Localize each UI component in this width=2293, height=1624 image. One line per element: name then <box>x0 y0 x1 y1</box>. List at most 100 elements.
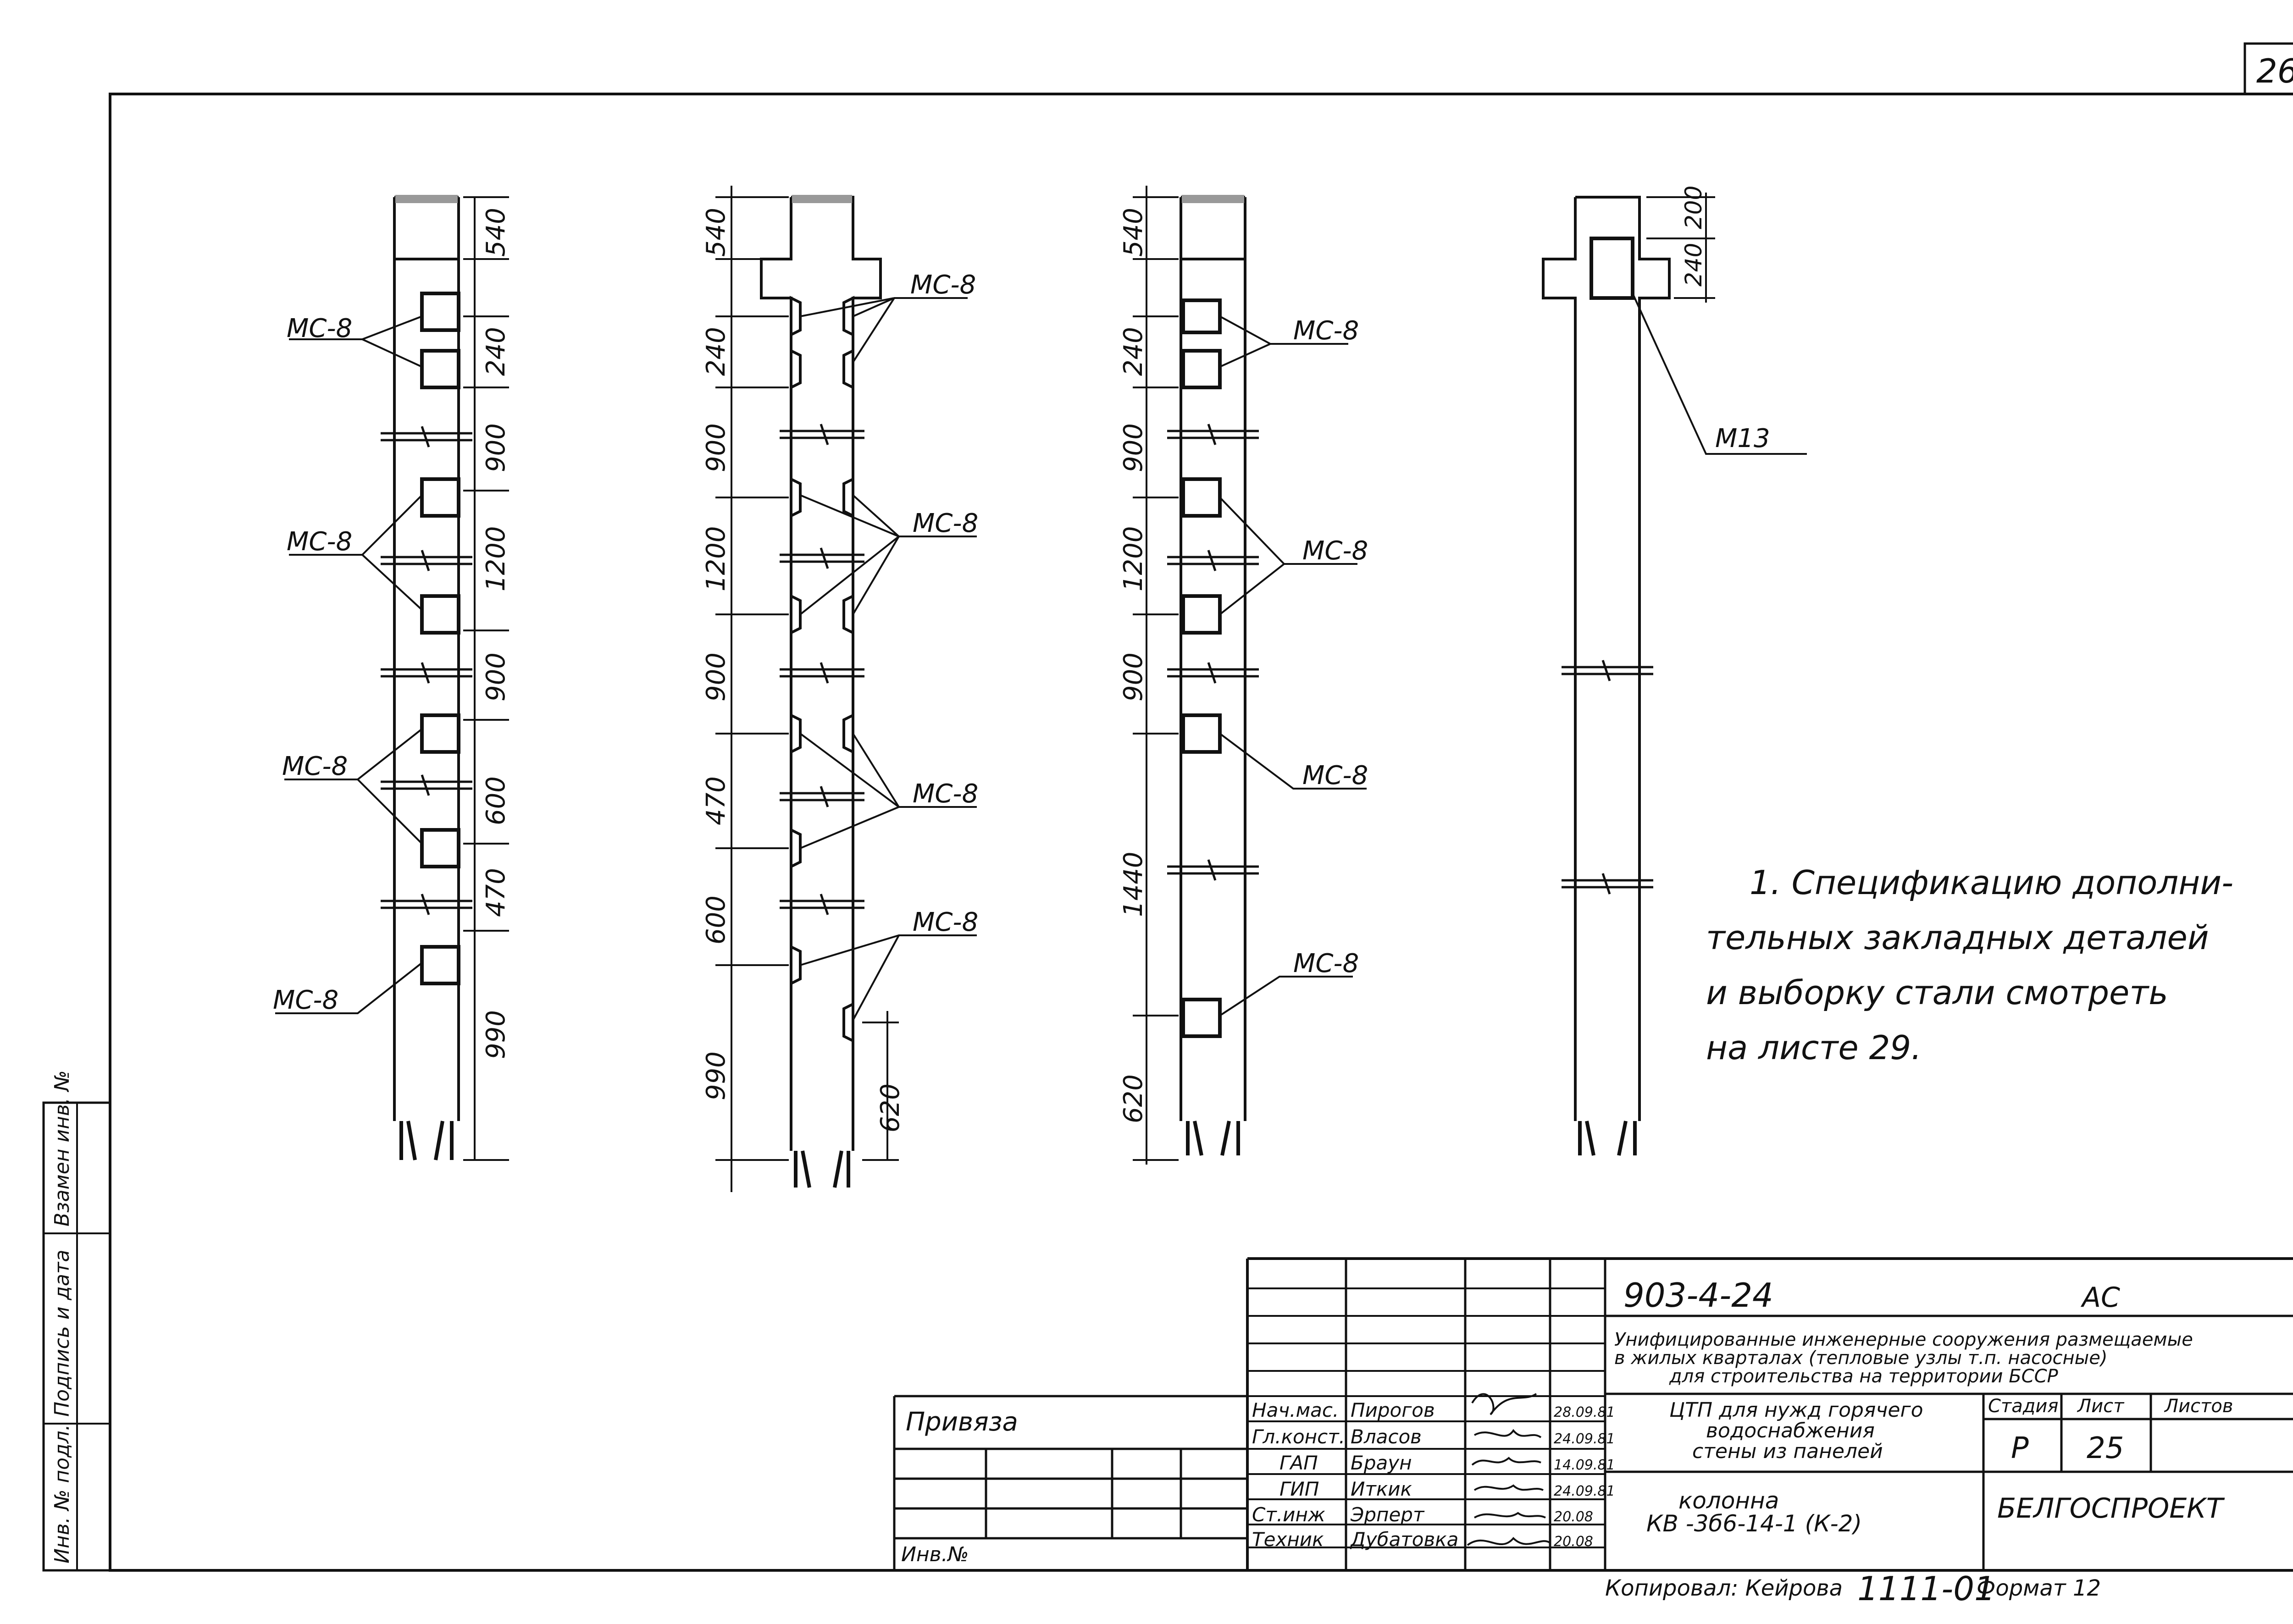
left-strip: Инв. № подл. Подпись и дата Взамен инв. … <box>42 1070 111 1572</box>
dim-c3-900: 900 <box>1119 423 1148 472</box>
organization: БЕЛГОСПРОЕКТ <box>1997 1492 2225 1525</box>
dim-c2-990: 990 <box>701 1051 731 1100</box>
binding-inv: Инв.№ <box>901 1543 969 1566</box>
plate-c1-4 <box>420 594 460 635</box>
column-3: 540 240 900 1200 900 1440 620 МС-8 МС-8 … <box>1119 186 1368 1165</box>
role-6: Техник <box>1252 1528 1324 1551</box>
sheet-label: Лист <box>2077 1396 2125 1417</box>
name-4: Иткик <box>1351 1478 1412 1500</box>
strip-signature-date: Подпись и дата <box>50 1250 74 1417</box>
label-c3-mc8-2: МС-8 <box>1302 536 1368 566</box>
dim-c2-470: 470 <box>701 776 731 825</box>
column-2: 540 240 900 1200 900 470 600 990 620 МС-… <box>701 186 978 1192</box>
role-5: Ст.инж <box>1252 1503 1325 1526</box>
role-1: Нач.мас. <box>1252 1399 1339 1421</box>
role-3: ГАП <box>1279 1452 1318 1474</box>
label-c1-mc8-3: МС-8 <box>282 751 348 781</box>
element-name: колонна <box>1678 1487 1779 1514</box>
note-line-3: и выборку стали смотреть <box>1706 973 2168 1012</box>
dim-c3-900b: 900 <box>1119 652 1148 702</box>
name-1: Пирогов <box>1351 1399 1435 1421</box>
dim-c1-240: 240 <box>481 327 511 376</box>
label-c2-mc8-3: МС-8 <box>913 779 978 809</box>
dim-c2-900: 900 <box>701 423 731 472</box>
dim-c3-1440: 1440 <box>1119 851 1148 917</box>
plate-c1-7 <box>420 945 460 985</box>
copied-by: Копировал: Кейрова <box>1605 1575 1843 1601</box>
dim-c1-470: 470 <box>481 868 511 917</box>
strip-inv-podl: Инв. № подл. <box>50 1424 74 1563</box>
date-6: 20.08 <box>1554 1534 1593 1550</box>
page-number: 26 <box>2256 52 2293 90</box>
plate-c1-2 <box>420 349 460 389</box>
label-m13: М13 <box>1715 424 1770 453</box>
desc-line-1: Унифицированные инженерные сооружения ра… <box>1614 1329 2193 1350</box>
label-c3-mc8-4: МС-8 <box>1293 949 1359 978</box>
footer: Копировал: Кейрова 1111-01 Формат 12 <box>1605 1569 2101 1608</box>
doc-mark: АС <box>2080 1282 2120 1314</box>
dim-c1-1200: 1200 <box>481 526 511 591</box>
dim-c2-900b: 900 <box>701 652 731 702</box>
note-line-4: на листе 29. <box>1706 1028 1922 1067</box>
dim-c3-620: 620 <box>1119 1074 1148 1123</box>
column-4: 200 240 М13 <box>1542 186 1807 1156</box>
dim-c4-200: 200 <box>1680 186 1707 229</box>
role-2: Гл.конст. <box>1252 1425 1345 1448</box>
label-c1-mc8-1: МС-8 <box>287 314 352 343</box>
binding-label: Привяза <box>906 1407 1018 1437</box>
column-1: 540 240 900 1200 900 600 470 990 МС-8 МС… <box>273 195 511 1161</box>
plate-c1-1 <box>420 292 460 332</box>
plate-c1-5 <box>420 713 460 754</box>
archive-number: 1111-01 <box>1857 1569 1995 1608</box>
sheet-title-1: ЦТП для нужд горячего <box>1669 1398 1923 1422</box>
dim-c2-1200: 1200 <box>701 526 731 591</box>
signatures <box>1467 1393 1551 1546</box>
label-c1-mc8-4: МС-8 <box>273 985 338 1015</box>
name-3: Браун <box>1351 1452 1412 1474</box>
dim-c3-540: 540 <box>1119 208 1148 257</box>
date-1: 28.09.81 <box>1554 1404 1615 1420</box>
name-6: Дубатовка <box>1350 1528 1458 1551</box>
date-5: 20.08 <box>1554 1509 1593 1525</box>
plate-c1-3 <box>420 477 460 518</box>
title-block: 903-4-24 АС Унифицированные инженерные с… <box>1246 1257 2293 1570</box>
desc-line-2: в жилых кварталах (тепловые узлы т.п. на… <box>1614 1348 2107 1369</box>
date-3: 14.09.81 <box>1554 1457 1615 1473</box>
dim-c4-240: 240 <box>1680 243 1707 287</box>
dim-c2-620: 620 <box>875 1083 905 1132</box>
label-c3-mc8-1: МС-8 <box>1293 316 1359 346</box>
drawing-frame <box>109 93 2293 1572</box>
plate-m13 <box>1590 237 1634 300</box>
binding-table: Привяза Инв.№ <box>893 1395 1247 1570</box>
name-5: Эрперт <box>1350 1503 1425 1526</box>
sheet-format: Формат 12 <box>1977 1575 2101 1601</box>
role-4: ГИП <box>1279 1478 1319 1500</box>
sheets-label: Листов <box>2164 1396 2233 1417</box>
stage-value: Р <box>2011 1431 2029 1465</box>
sheet-value: 25 <box>2087 1431 2124 1465</box>
dim-c1-540: 540 <box>481 208 511 257</box>
strip-replaced-inv: Взамен инв. № <box>50 1070 74 1226</box>
label-c2-mc8-2: МС-8 <box>913 508 978 538</box>
label-c1-mc8-2: МС-8 <box>287 527 352 557</box>
sheet-title-2: водоснабжения <box>1706 1419 1875 1442</box>
doc-code: 903-4-24 <box>1623 1276 1773 1315</box>
stage-label: Стадия <box>1988 1396 2058 1417</box>
dim-c1-990: 990 <box>481 1010 511 1059</box>
dim-c1-900: 900 <box>481 423 511 472</box>
name-2: Власов <box>1351 1425 1422 1448</box>
date-4: 24.09.81 <box>1554 1483 1615 1499</box>
note: 1. Спецификацию дополни- тельных закладн… <box>1706 863 2233 1067</box>
label-c2-mc8-4: МС-8 <box>913 907 978 937</box>
date-2: 24.09.81 <box>1554 1431 1615 1447</box>
dim-c3-1200: 1200 <box>1119 526 1148 591</box>
dim-c1-600: 600 <box>481 776 511 825</box>
plate-c1-6 <box>420 828 460 868</box>
note-line-2: тельных закладных деталей <box>1706 918 2209 957</box>
label-c3-mc8-3: МС-8 <box>1302 761 1368 790</box>
dim-c2-240: 240 <box>701 327 731 376</box>
dim-c2-600: 600 <box>701 895 731 945</box>
dim-c1-900b: 900 <box>481 652 511 702</box>
